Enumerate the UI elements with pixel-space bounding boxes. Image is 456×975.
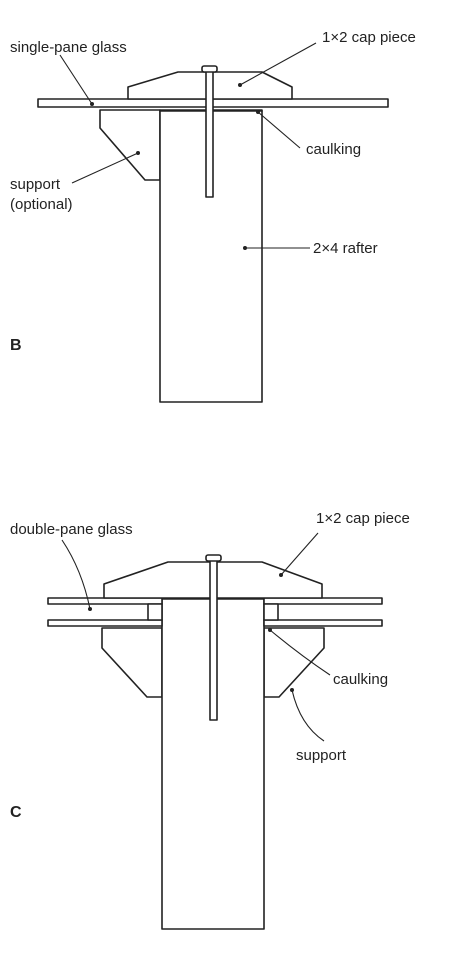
leader-support-c [291, 689, 325, 742]
label-single-pane-glass: single-pane glass [10, 39, 127, 56]
nail-head-c [205, 554, 222, 562]
leader-dot-cap-c [279, 573, 283, 577]
lower-pane-right [263, 619, 383, 627]
lower-pane-left [47, 619, 163, 627]
leader-dot-rafter-b [243, 246, 247, 250]
leader-dot-cap-b [238, 83, 242, 87]
leader-dot-support-c [290, 688, 294, 692]
leader-dot-glass-b [90, 102, 94, 106]
label-support-optional: (optional) [10, 196, 73, 213]
spacer-left [147, 603, 163, 621]
leader-dot-caulking-c [268, 628, 272, 632]
label-rafter: 2×4 rafter [313, 240, 378, 257]
leader-glass-b [59, 54, 93, 105]
support-left-c [101, 627, 163, 698]
nail-b [205, 69, 214, 198]
upper-pane-right [263, 597, 383, 605]
label-caulking-c: caulking [333, 671, 388, 688]
leader-dot-support-b [136, 151, 140, 155]
leader-support-b [71, 152, 139, 184]
leader-cap-c [280, 532, 319, 576]
leader-cap-b [239, 42, 317, 86]
leader-caulking-c [269, 629, 331, 676]
support-block-b [99, 109, 161, 181]
leader-dot-caulking-b [256, 110, 260, 114]
label-support-c: support [296, 747, 347, 764]
support-right-c [263, 627, 325, 698]
figure-c: double-pane glass 1×2 cap piece caulking… [10, 510, 410, 930]
nail-c [209, 559, 218, 721]
spacer-right [263, 603, 279, 621]
label-cap-piece-b: 1×2 cap piece [322, 29, 416, 46]
label-double-pane-glass: double-pane glass [10, 521, 133, 538]
figure-b: single-pane glass 1×2 cap piece caulking… [10, 29, 416, 403]
leader-caulking-b [257, 111, 301, 149]
leader-glass-c [61, 539, 91, 610]
figure-letter-b: B [10, 337, 22, 354]
figure-letter-c: C [10, 804, 22, 821]
nail-head-b [201, 65, 218, 73]
leader-dot-glass-c [88, 607, 92, 611]
label-caulking-b: caulking [306, 141, 361, 158]
label-cap-piece-c: 1×2 cap piece [316, 510, 410, 527]
upper-pane-left [47, 597, 163, 605]
label-support-b: support [10, 176, 61, 193]
